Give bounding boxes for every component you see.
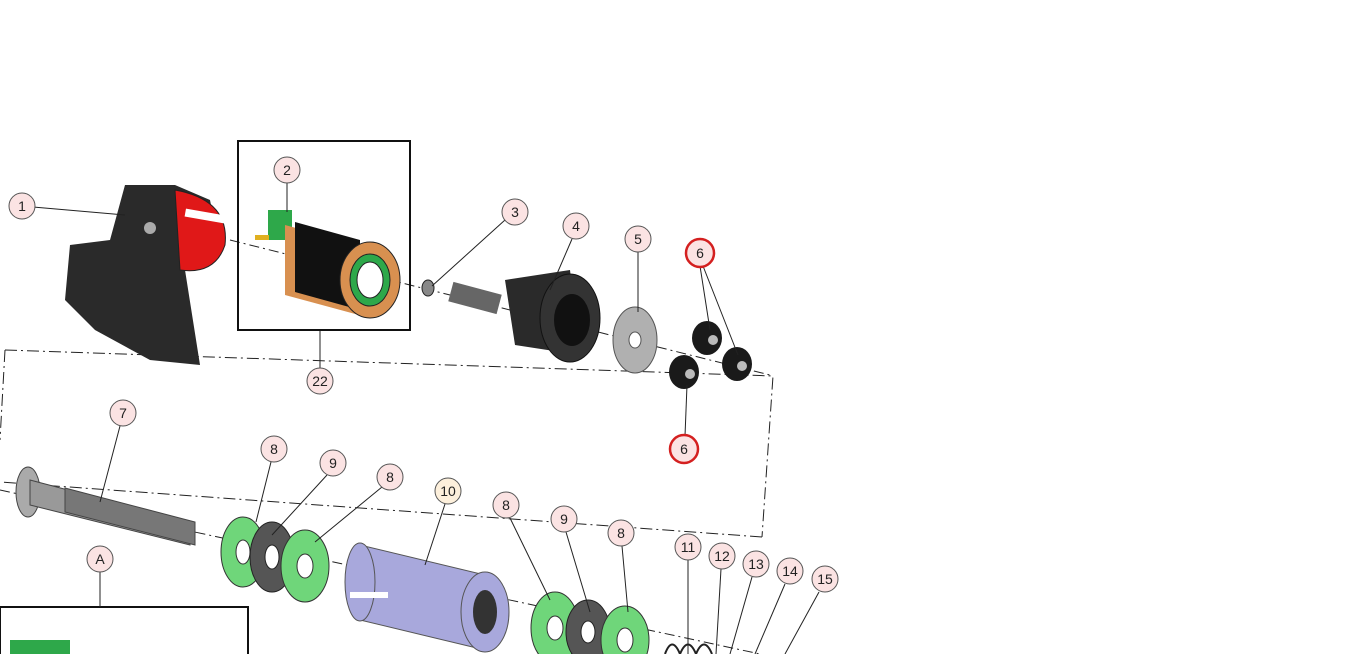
- callout-6-highlighted: 6: [684, 237, 716, 269]
- callout-4: 4: [562, 212, 590, 240]
- callout-2: 2: [273, 156, 301, 184]
- callout-A: A: [86, 545, 114, 573]
- callout-8: 8: [376, 463, 404, 491]
- part-1-housing: [65, 185, 226, 365]
- callout-8: 8: [260, 435, 288, 463]
- svg-text:4: 4: [572, 218, 580, 234]
- svg-text:8: 8: [270, 441, 278, 457]
- part-2-motor: [255, 210, 401, 319]
- part-3-nut: [421, 279, 435, 297]
- svg-text:9: 9: [560, 511, 568, 527]
- callout-7: 7: [109, 399, 137, 427]
- svg-text:6: 6: [696, 245, 704, 261]
- callout-22: 22: [306, 367, 334, 395]
- svg-text:7: 7: [119, 405, 127, 421]
- svg-text:22: 22: [312, 373, 328, 389]
- svg-text:A: A: [95, 551, 105, 567]
- callout-10: 10: [434, 477, 462, 505]
- callout-15: 15: [811, 565, 839, 593]
- part-10-cylinder: [344, 542, 510, 653]
- svg-text:15: 15: [817, 571, 833, 587]
- sub-assembly-A-part: [10, 640, 70, 654]
- svg-text:12: 12: [714, 548, 730, 564]
- callout-3: 3: [501, 198, 529, 226]
- svg-text:3: 3: [511, 204, 519, 220]
- sub-assembly-A-box: [0, 606, 249, 654]
- svg-text:8: 8: [386, 469, 394, 485]
- svg-text:1: 1: [18, 198, 26, 214]
- svg-text:5: 5: [634, 231, 642, 247]
- washer-stack-left: [220, 516, 330, 603]
- callout-1: 1: [8, 192, 36, 220]
- part-5-washer: [612, 306, 658, 374]
- callout-8: 8: [607, 519, 635, 547]
- callout-9: 9: [550, 505, 578, 533]
- part-4-gear-housing: [448, 270, 601, 363]
- svg-text:10: 10: [440, 483, 456, 499]
- washer-stack-right: [530, 591, 650, 654]
- svg-text:2: 2: [283, 162, 291, 178]
- part-6-gears: [669, 321, 752, 389]
- callout-14: 14: [776, 557, 804, 585]
- svg-text:8: 8: [617, 525, 625, 541]
- callout-8: 8: [492, 491, 520, 519]
- svg-text:9: 9: [329, 455, 337, 471]
- svg-text:6: 6: [680, 441, 688, 457]
- svg-text:13: 13: [748, 556, 764, 572]
- callout-11: 11: [674, 533, 702, 561]
- part-7-lead-screw: [15, 466, 196, 546]
- sub-assembly-22-box: [237, 140, 411, 331]
- svg-text:14: 14: [782, 563, 798, 579]
- leader-lines: [32, 183, 820, 654]
- callout-12: 12: [708, 542, 736, 570]
- callout-6-highlighted-lower: 6: [668, 433, 700, 465]
- svg-text:11: 11: [681, 539, 696, 555]
- svg-text:8: 8: [502, 497, 510, 513]
- callout-13: 13: [742, 550, 770, 578]
- callout-5: 5: [624, 225, 652, 253]
- callout-9: 9: [319, 449, 347, 477]
